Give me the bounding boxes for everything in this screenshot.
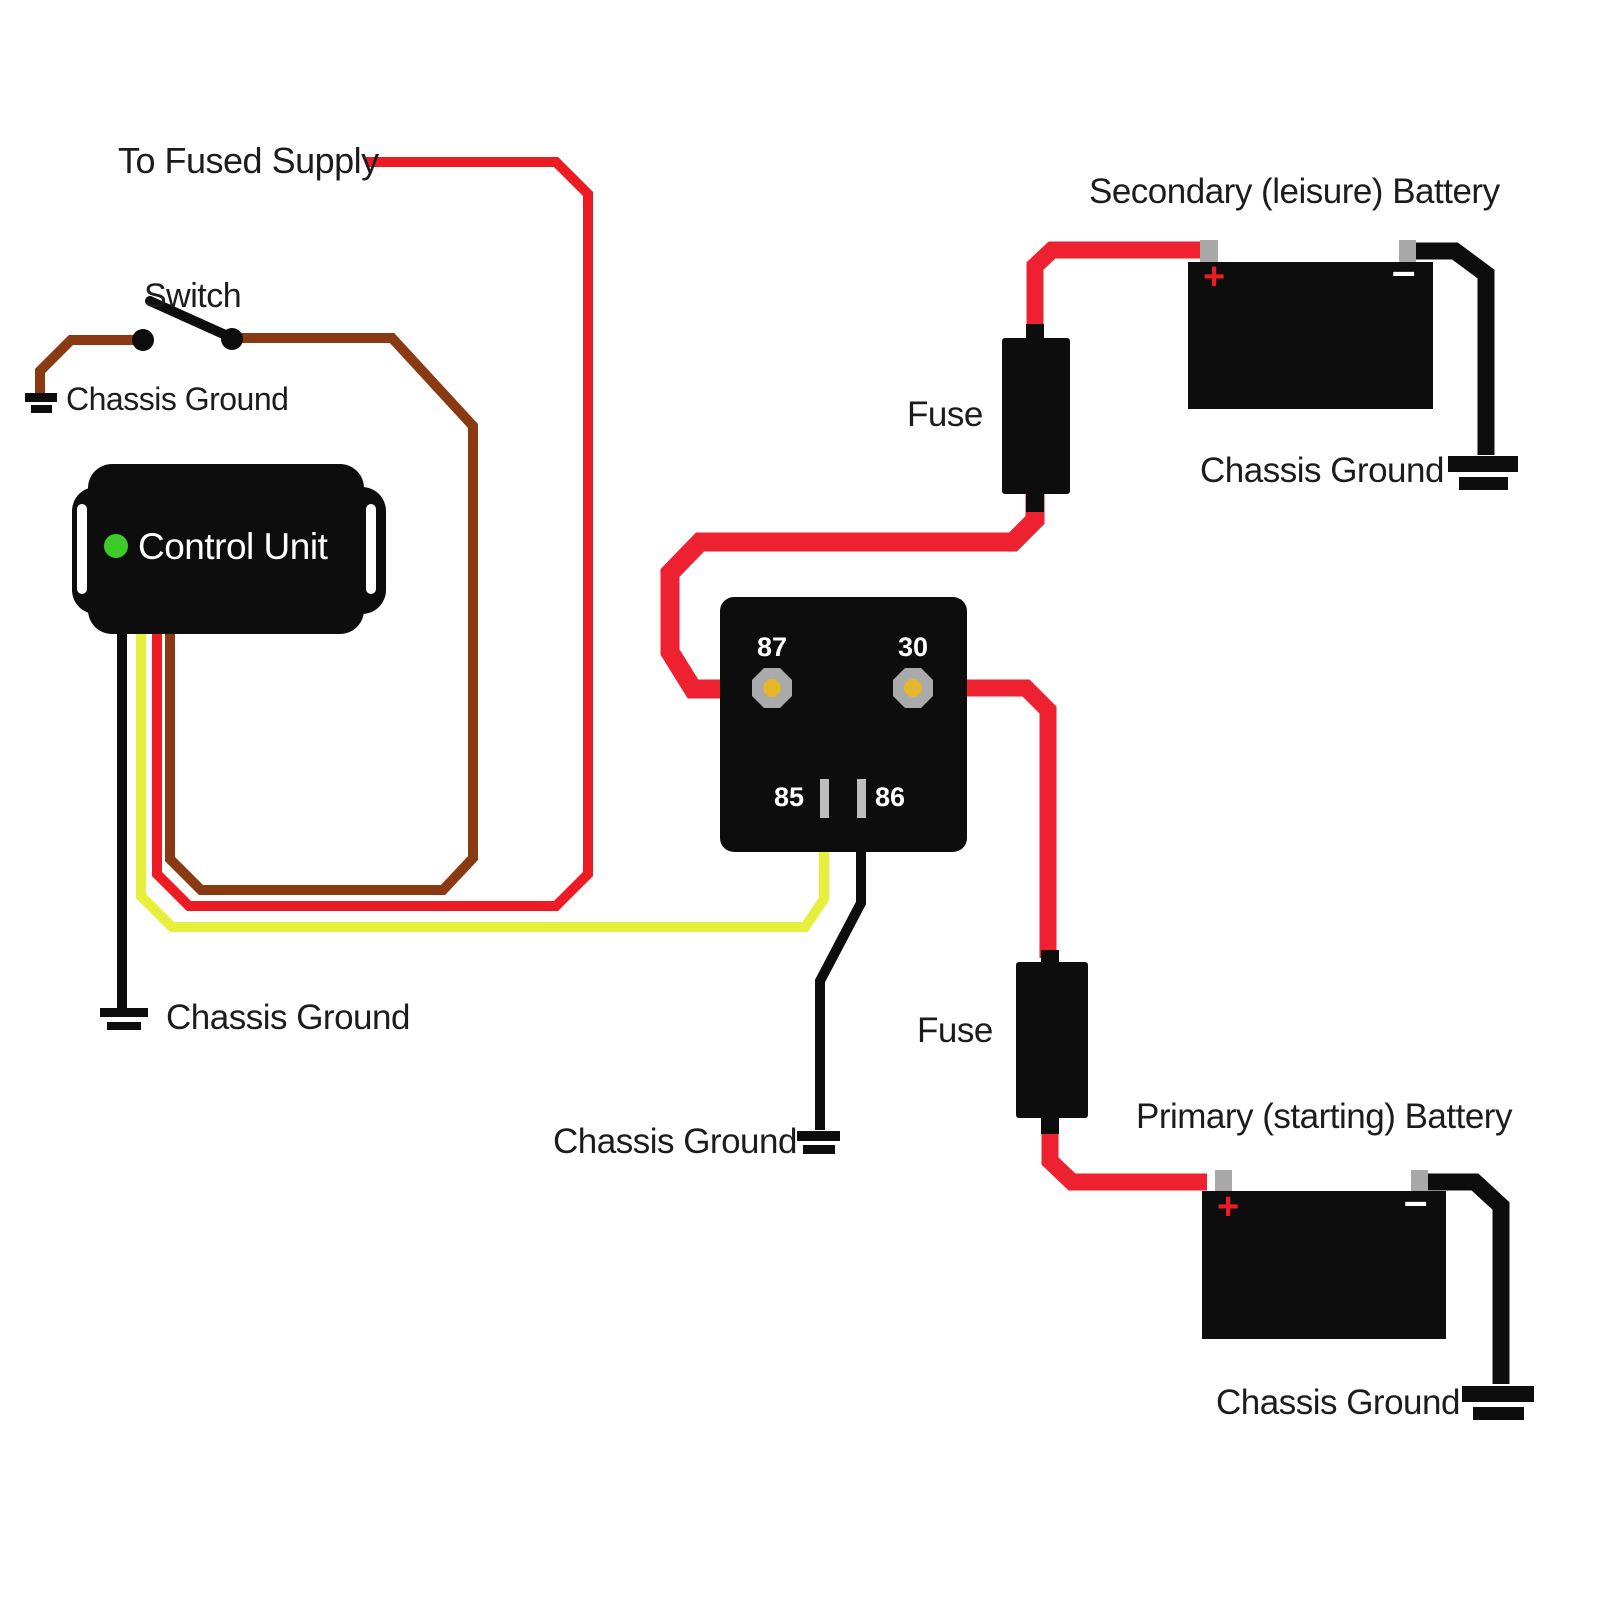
supply-wire-red [152,157,593,911]
control-unit-box [72,464,386,634]
control-unit-mount-slot-left-icon [77,504,87,594]
switch-ground-wire-brown [35,335,145,394]
relay-pin-30-label: 30 [897,632,929,662]
label-fuse-top: Fuse [907,395,983,434]
relay-terminal-30-stud-icon [904,679,922,697]
fuse-holder-bottom [1016,950,1088,1134]
switch-contact-right-icon [221,328,243,350]
ground-symbol-secondary-battery-icon [1448,456,1518,490]
fuse-holder-top [1002,324,1070,512]
primary-battery-plus-sign: + [1217,1186,1240,1228]
relay-terminal-87-stud-icon [763,679,781,697]
secondary-battery-box [1188,240,1433,409]
label-fuse-bottom: Fuse [917,1011,993,1050]
switch-contact-left-icon [132,329,154,351]
fuse1-to-relay-87-wire [660,490,1045,699]
switch-lever-icon [145,296,235,342]
label-chassis-ground-switch: Chassis Ground [66,381,289,417]
control-unit-led-icon [104,534,128,558]
primary-battery-minus-sign: – [1404,1177,1428,1224]
switch-symbol [132,296,243,351]
relay-pin-85-label: 85 [773,782,805,812]
label-chassis-ground-control: Chassis Ground [166,998,410,1037]
label-chassis-ground-secondary: Chassis Ground [1200,451,1444,490]
control-unit-mount-slot-right-icon [366,504,376,594]
label-chassis-ground-primary: Chassis Ground [1216,1383,1460,1422]
relay-pin-87-label: 87 [756,632,788,662]
secondary-battery-minus-sign: – [1392,247,1416,294]
ground-symbol-relay-icon [797,1131,840,1154]
fuse1-to-secondary-battery-wire [1026,241,1204,334]
ground-symbol-switch-icon [25,393,57,413]
switch-wire-brown [165,333,478,895]
secondary-battery-positive-terminal-icon [1200,240,1218,264]
relay-86-ground-wire-black [815,850,866,1130]
ground-symbol-control-icon [100,1008,148,1030]
fuse2-to-primary-battery-wire [1041,1125,1207,1191]
label-switch: Switch [144,277,242,315]
ground-symbol-primary-battery-icon [1462,1386,1534,1420]
secondary-battery-negative-terminal-icon [1399,240,1416,264]
relay-terminal-86-slot-icon [857,779,866,818]
relay-box [720,597,967,852]
primary-battery-positive-terminal-icon [1215,1170,1232,1194]
label-primary-battery: Primary (starting) Battery [1136,1097,1512,1136]
secondary-battery-negative-wire [1414,242,1495,455]
label-control-unit: Control Unit [138,526,328,567]
label-chassis-ground-relay: Chassis Ground [553,1122,797,1161]
relay-pin-86-label: 86 [874,782,906,812]
label-secondary-battery: Secondary (leisure) Battery [1089,172,1500,211]
secondary-battery-plus-sign: + [1203,256,1226,298]
primary-battery-negative-terminal-icon [1411,1170,1428,1194]
relay-terminal-85-slot-icon [820,779,829,818]
relay-coil-wire-yellow [136,630,829,932]
label-to-fused-supply: To Fused Supply [118,140,379,181]
primary-battery-box [1202,1170,1446,1339]
primary-battery-negative-wire [1425,1173,1510,1384]
